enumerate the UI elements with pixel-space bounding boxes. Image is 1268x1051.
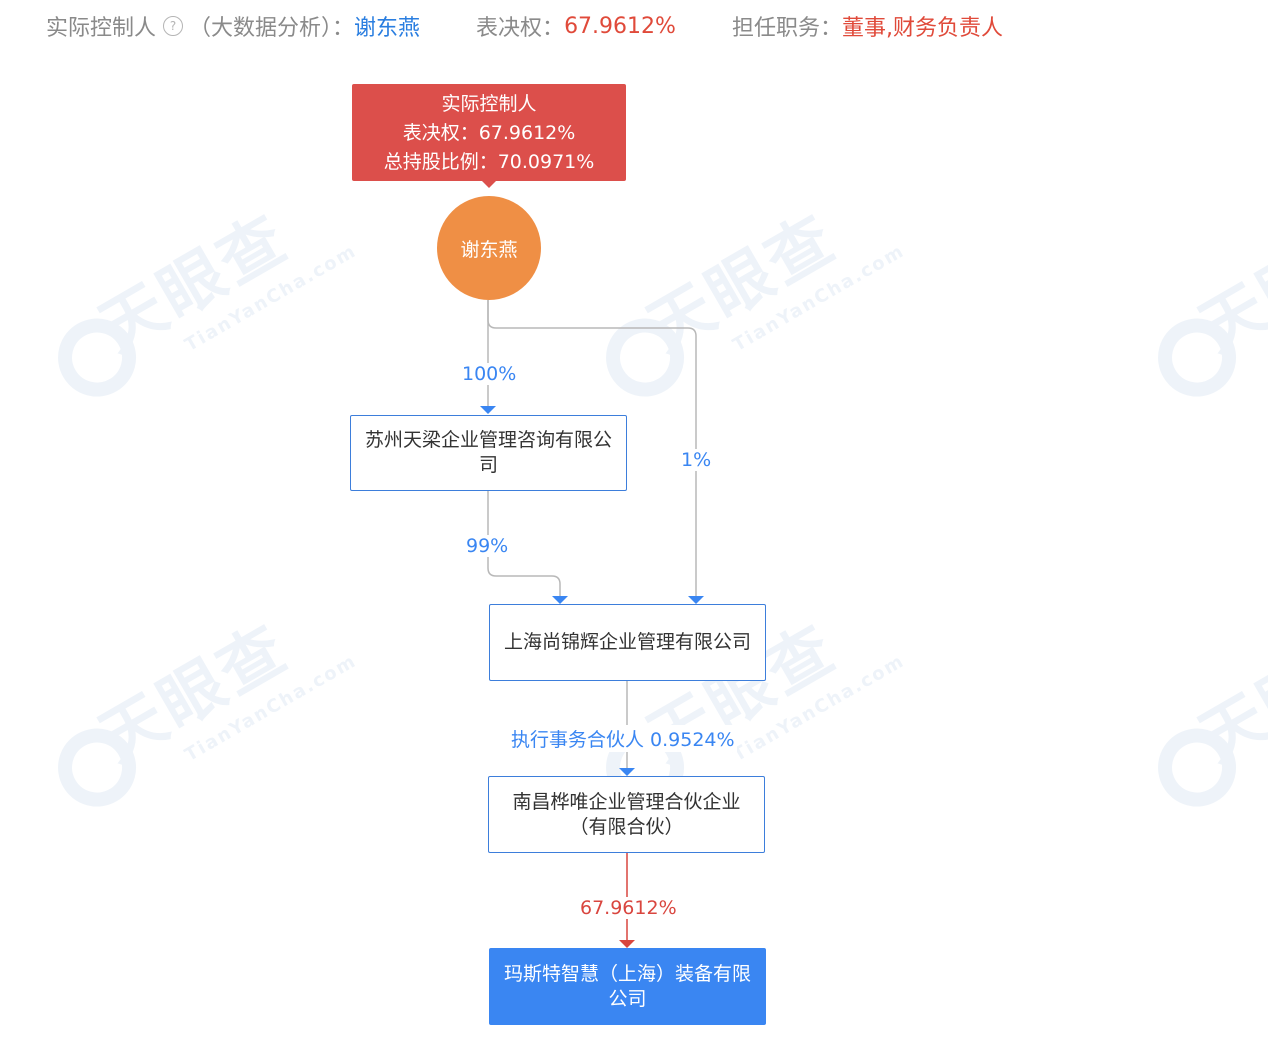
edge-label-n1-n2: 99%	[464, 535, 511, 557]
edge-label-n3-n4: 67.9612%	[578, 897, 679, 919]
controller-name-link[interactable]: 谢东燕	[354, 16, 421, 41]
company-node-suzhou[interactable]: 苏州天梁企业管理咨询有限公司	[350, 415, 627, 491]
person-node[interactable]: 谢东燕	[437, 196, 541, 300]
edge-person-n2	[487, 300, 697, 596]
edge-n1-n2	[487, 491, 561, 596]
arrow-head-n2-left	[552, 596, 568, 604]
arrow-head-n1	[480, 406, 496, 414]
edge-label-person-n2: 1%	[679, 449, 714, 471]
voting-value: 67.9612%	[564, 13, 676, 39]
edge-label-n2-n3: 执行事务合伙人 0.9524%	[509, 725, 737, 752]
target-company-node[interactable]: 玛斯特智慧（上海）装备有限公司	[489, 948, 766, 1025]
position-label: 担任职务：	[731, 16, 842, 41]
controller-tag-voting: 表决权：67.9612%	[402, 122, 576, 144]
controller-tag-holding: 总持股比例：70.0971%	[383, 151, 595, 173]
arrow-head-n3	[619, 768, 635, 776]
company-node-nanchang-partnership[interactable]: 南昌桦唯企业管理合伙企业（有限合伙）	[488, 776, 765, 853]
controller-tag-pointer	[481, 180, 497, 188]
help-icon[interactable]: ?	[163, 16, 184, 36]
edge-label-person-n1: 100%	[460, 363, 519, 385]
position-value: 董事,财务负责人	[841, 16, 1003, 41]
controller-summary-bar: 实际控制人 ? （大数据分析）： 谢东燕 表决权： 67.9612% 担任职务：…	[46, 8, 1003, 44]
arrow-head-n4	[619, 940, 635, 948]
company-node-shanghai-shangjinhui[interactable]: 上海尚锦辉企业管理有限公司	[489, 604, 766, 681]
controller-tag-title: 实际控制人	[441, 93, 537, 115]
analysis-label: （大数据分析）：	[189, 16, 355, 41]
arrow-head-n2-right	[688, 596, 704, 604]
actual-controller-tag: 实际控制人 表决权：67.9612% 总持股比例：70.0971%	[352, 84, 626, 181]
voting-label: 表决权：	[476, 16, 565, 41]
controller-label: 实际控制人	[46, 16, 157, 41]
